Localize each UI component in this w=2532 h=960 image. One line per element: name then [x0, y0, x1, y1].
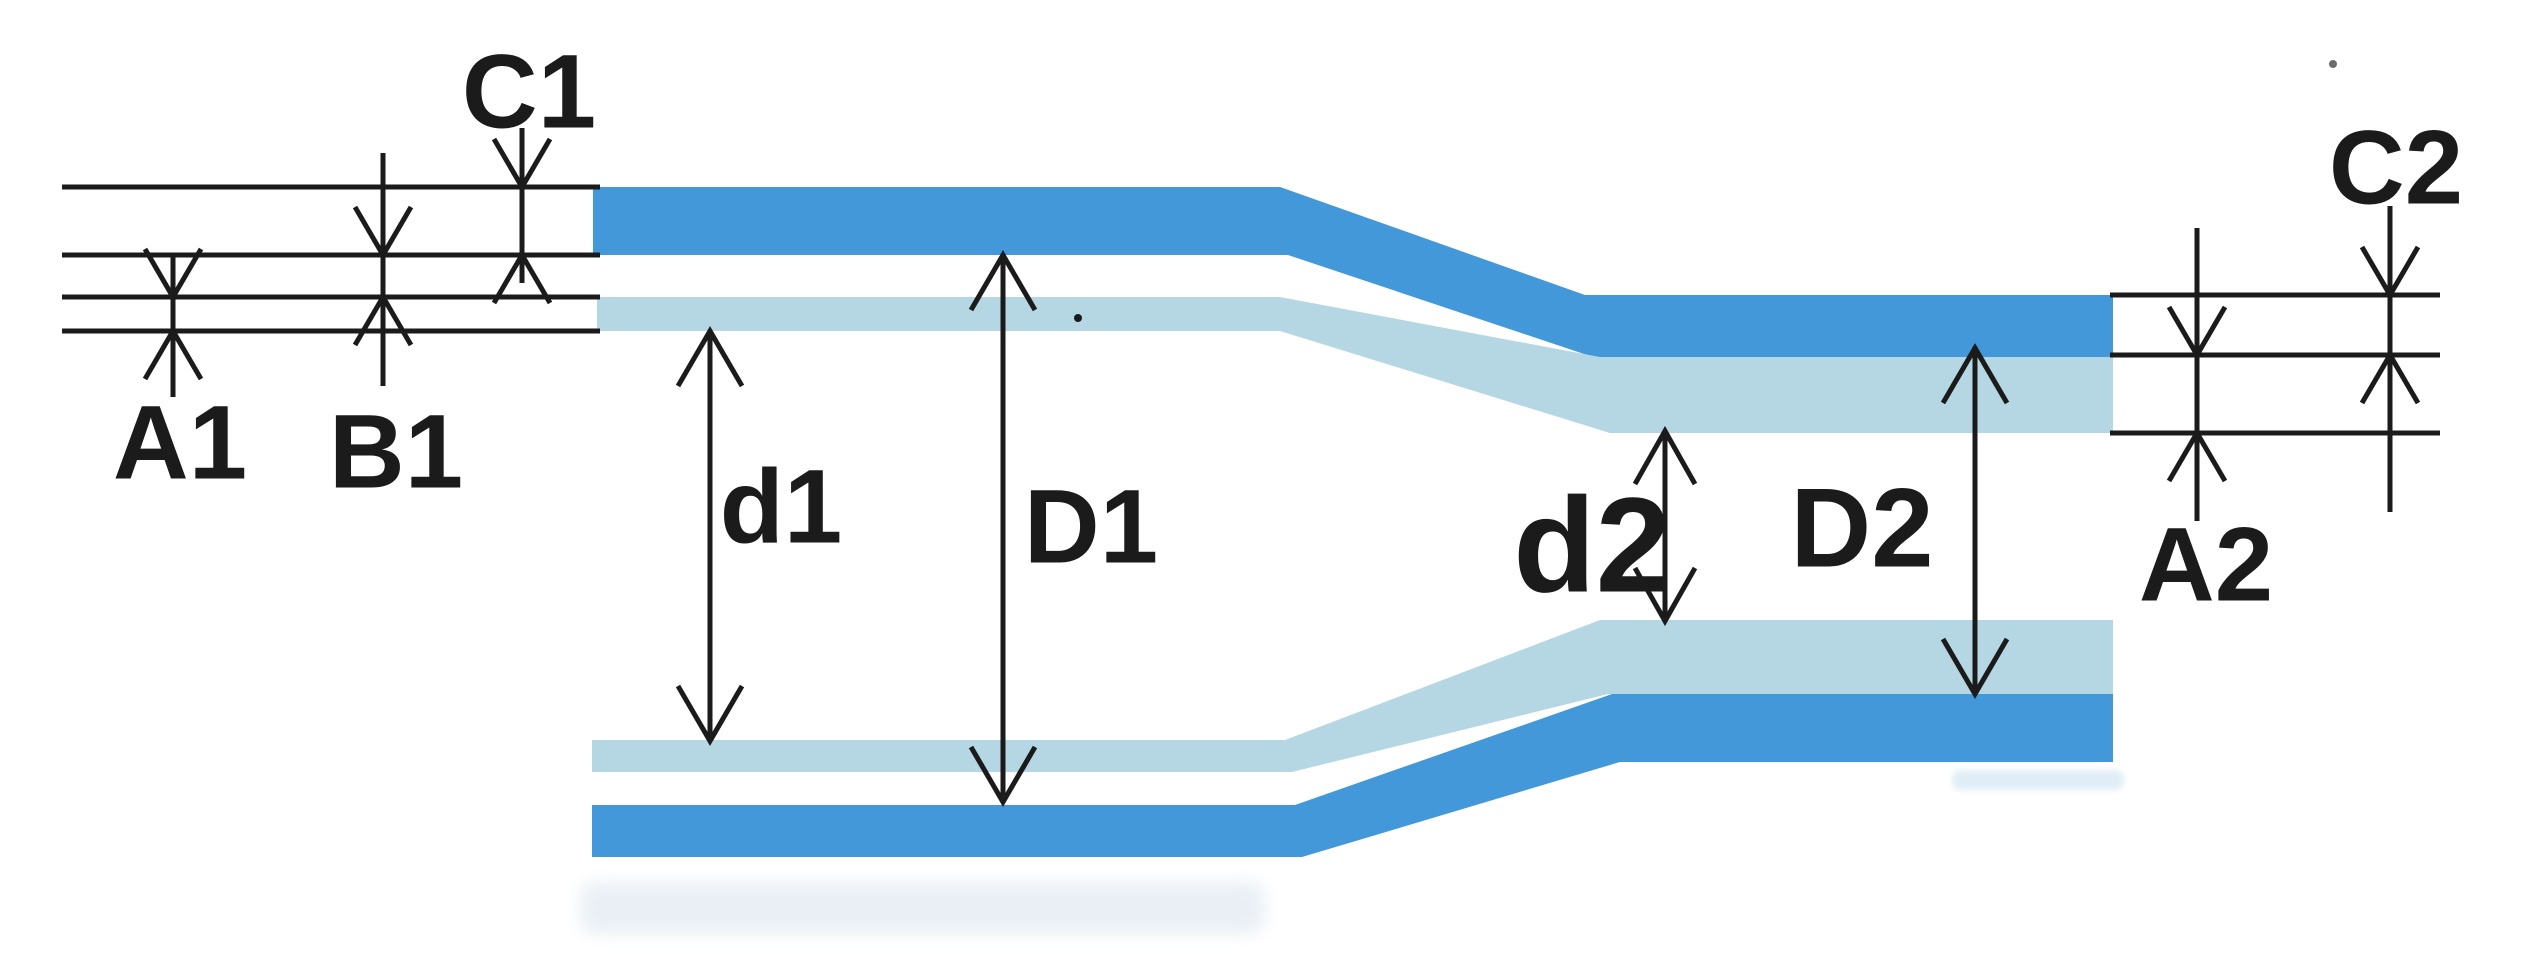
- inner-tube-bottom-band: [592, 620, 2113, 772]
- dim-c1-arrowhead-up: [491, 250, 553, 305]
- label-D1: D1: [1024, 469, 1158, 586]
- dim-a2-arrowhead-up: [2166, 428, 2228, 483]
- label-c1: C1: [462, 34, 596, 151]
- label-a2: A2: [2139, 507, 2273, 624]
- jpeg-smudge-artifact: [580, 882, 1265, 934]
- label-D2: D2: [1790, 466, 1933, 591]
- extension-lines-left: [62, 184, 600, 334]
- outer-tube-top-band: [593, 187, 2113, 357]
- label-b1: B1: [329, 394, 463, 511]
- dim-c2-arrowhead-up: [2359, 350, 2421, 405]
- dim-c1-arrow: [491, 128, 553, 305]
- speck-dot-center: [1074, 314, 1082, 322]
- dim-d1-arrowhead-down: [675, 684, 745, 746]
- dim-a2-arrow: [2166, 228, 2228, 521]
- dim-d1-arrowhead-up: [675, 326, 745, 388]
- dim-c1-arrowhead-down: [491, 137, 553, 192]
- dim-D1-arrow: [968, 250, 1038, 807]
- dim-D2-arrowhead-up: [1940, 343, 2010, 405]
- label-a1: A1: [113, 385, 247, 502]
- dim-a1-arrowhead-down: [142, 247, 204, 302]
- tube-cross-section: [580, 187, 2124, 934]
- dim-D1-arrowhead-down: [968, 745, 1038, 807]
- dim-d1-arrow: [675, 326, 745, 746]
- dim-a1-arrow: [142, 247, 204, 397]
- dim-D1-arrowhead-up: [968, 250, 1038, 312]
- dim-c2-arrowhead-down: [2359, 245, 2421, 300]
- extension-lines-right: [2110, 292, 2440, 436]
- label-c2: C2: [2329, 110, 2463, 227]
- outer-tube-bottom-band: [592, 694, 2113, 857]
- dim-a2-arrowhead-down: [2166, 305, 2228, 360]
- dim-a1-arrowhead-up: [142, 326, 204, 381]
- dim-b1-arrow: [352, 153, 414, 386]
- dim-D2-arrow: [1940, 343, 2010, 699]
- dim-b1-arrowhead-down: [352, 205, 414, 260]
- dim-d2-arrowhead-up: [1632, 425, 1698, 486]
- dim-d2-arrow: [1632, 425, 1698, 627]
- dim-b1-arrowhead-up: [352, 292, 414, 347]
- dim-D2-arrowhead-down: [1940, 637, 2010, 699]
- speck-dot-top-right: [2329, 60, 2337, 68]
- dim-c2-arrow: [2359, 206, 2421, 512]
- inner-tube-top-band: [597, 297, 2113, 433]
- dim-d2-arrowhead-down: [1632, 566, 1698, 627]
- dimension-labels: A1 B1 C1 d1 D1 d2 D2 A2 C2: [113, 34, 2463, 624]
- jpeg-sliver-artifact: [1952, 770, 2124, 790]
- label-d1: d1: [720, 449, 843, 566]
- label-d2: d2: [1513, 470, 1671, 621]
